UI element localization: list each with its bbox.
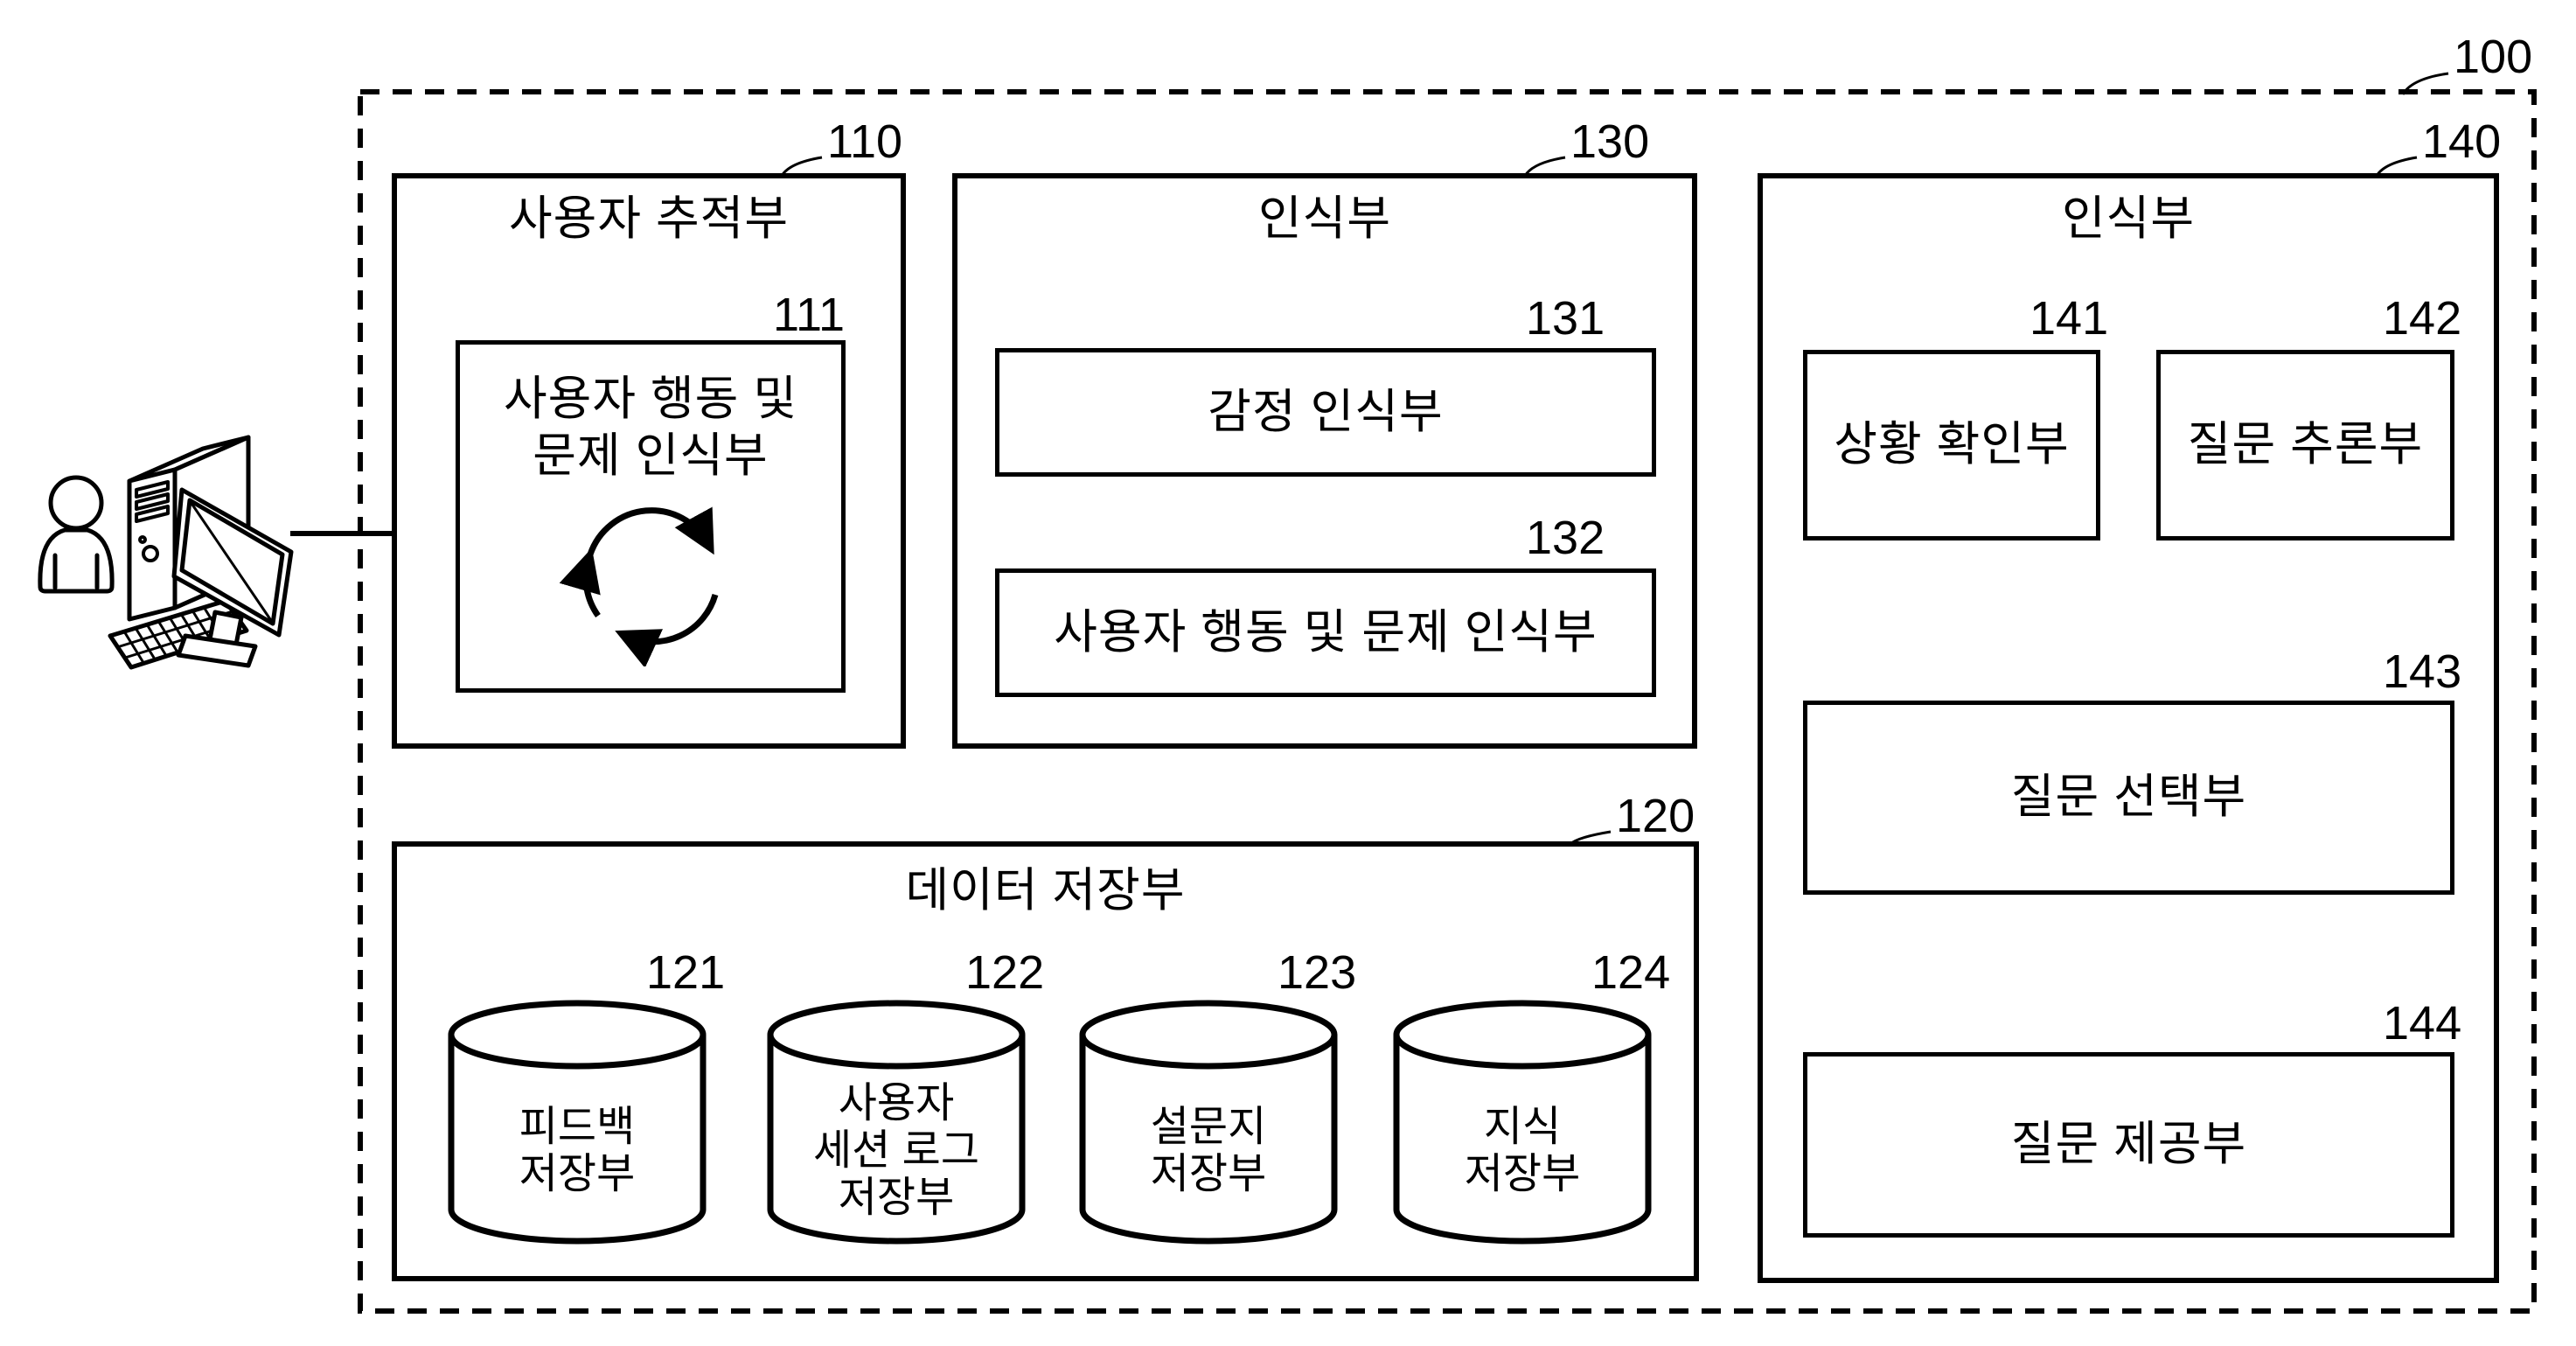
monitor-base <box>176 633 258 668</box>
cylinder-knowledge-store-124: 지식 저장부 <box>1391 1000 1654 1246</box>
database-cylinder-icon <box>767 1000 1026 1245</box>
block-title: 인식부 <box>1257 192 1392 245</box>
ref-label-100: 100 <box>2454 31 2533 83</box>
ref-label-144: 144 <box>2383 997 2462 1050</box>
block-emotion-recognizer-131: 감정 인식부 <box>995 348 1656 477</box>
ref-label-111: 111 <box>773 289 846 341</box>
cycle-arrows-icon <box>560 506 719 666</box>
ref-label-143: 143 <box>2383 645 2462 698</box>
block-behavior-problem-recognizer-111: 사용자 행동 및 문제 인식부 <box>456 340 846 693</box>
ref-label-122: 122 <box>965 946 1045 999</box>
person-body <box>38 527 115 594</box>
ref-label-124: 124 <box>1591 946 1671 999</box>
block-title: 사용자 추적부 <box>508 192 790 245</box>
ref-label-120: 120 <box>1616 790 1695 842</box>
database-cylinder-icon <box>1079 1000 1338 1245</box>
ref-label-121: 121 <box>646 946 726 999</box>
cylinder-label: 지식 저장부 <box>1464 1104 1581 1197</box>
block-title: 질문 추론부 <box>2187 418 2424 471</box>
ref-label-130: 130 <box>1570 115 1650 168</box>
cylinder-feedback-store-121: 피드백 저장부 <box>446 1000 708 1246</box>
block-title: 인식부 <box>2061 192 2196 245</box>
block-title: 사용자 행동 및 문제 인식부 <box>503 373 798 482</box>
block-question-selector-143: 질문 선택부 <box>1803 701 2454 895</box>
person-head <box>48 475 104 531</box>
database-cylinder-icon <box>448 1000 707 1245</box>
block-title: 데이터 저장부 <box>905 864 1186 917</box>
block-question-inferrer-142: 질문 추론부 <box>2156 350 2454 540</box>
cylinder-label: 피드백 저장부 <box>519 1104 636 1197</box>
ref-label-132: 132 <box>1526 512 1605 564</box>
ref-label-140: 140 <box>2422 115 2502 168</box>
cylinder-label: 사용자 세션 로그 저장부 <box>813 1080 979 1221</box>
block-title: 감정 인식부 <box>1208 385 1444 438</box>
cylinder-label: 설문지 저장부 <box>1150 1104 1267 1197</box>
ref-label-110: 110 <box>827 115 903 168</box>
cylinder-survey-store-123: 설문지 저장부 <box>1077 1000 1340 1246</box>
block-question-provider-144: 질문 제공부 <box>1803 1052 2454 1238</box>
ref-label-141: 141 <box>2029 292 2109 345</box>
system-boundary-100 <box>358 89 2537 1314</box>
ref-label-131: 131 <box>1526 292 1605 345</box>
cylinder-session-log-store-122: 사용자 세션 로그 저장부 <box>765 1000 1027 1246</box>
block-title: 상황 확인부 <box>1834 418 2070 471</box>
block-title: 질문 제공부 <box>2010 1118 2247 1171</box>
leader-line-100 <box>2401 72 2449 95</box>
ref-label-142: 142 <box>2383 292 2462 345</box>
block-behavior-problem-recognizer-132: 사용자 행동 및 문제 인식부 <box>995 568 1656 697</box>
database-cylinder-icon <box>1393 1000 1652 1245</box>
block-title: 사용자 행동 및 문제 인식부 <box>1054 605 1598 659</box>
user-computer-icon <box>38 435 294 670</box>
block-title: 질문 선택부 <box>2010 771 2247 824</box>
ref-label-123: 123 <box>1278 946 1357 999</box>
block-situation-checker-141: 상황 확인부 <box>1803 350 2100 540</box>
